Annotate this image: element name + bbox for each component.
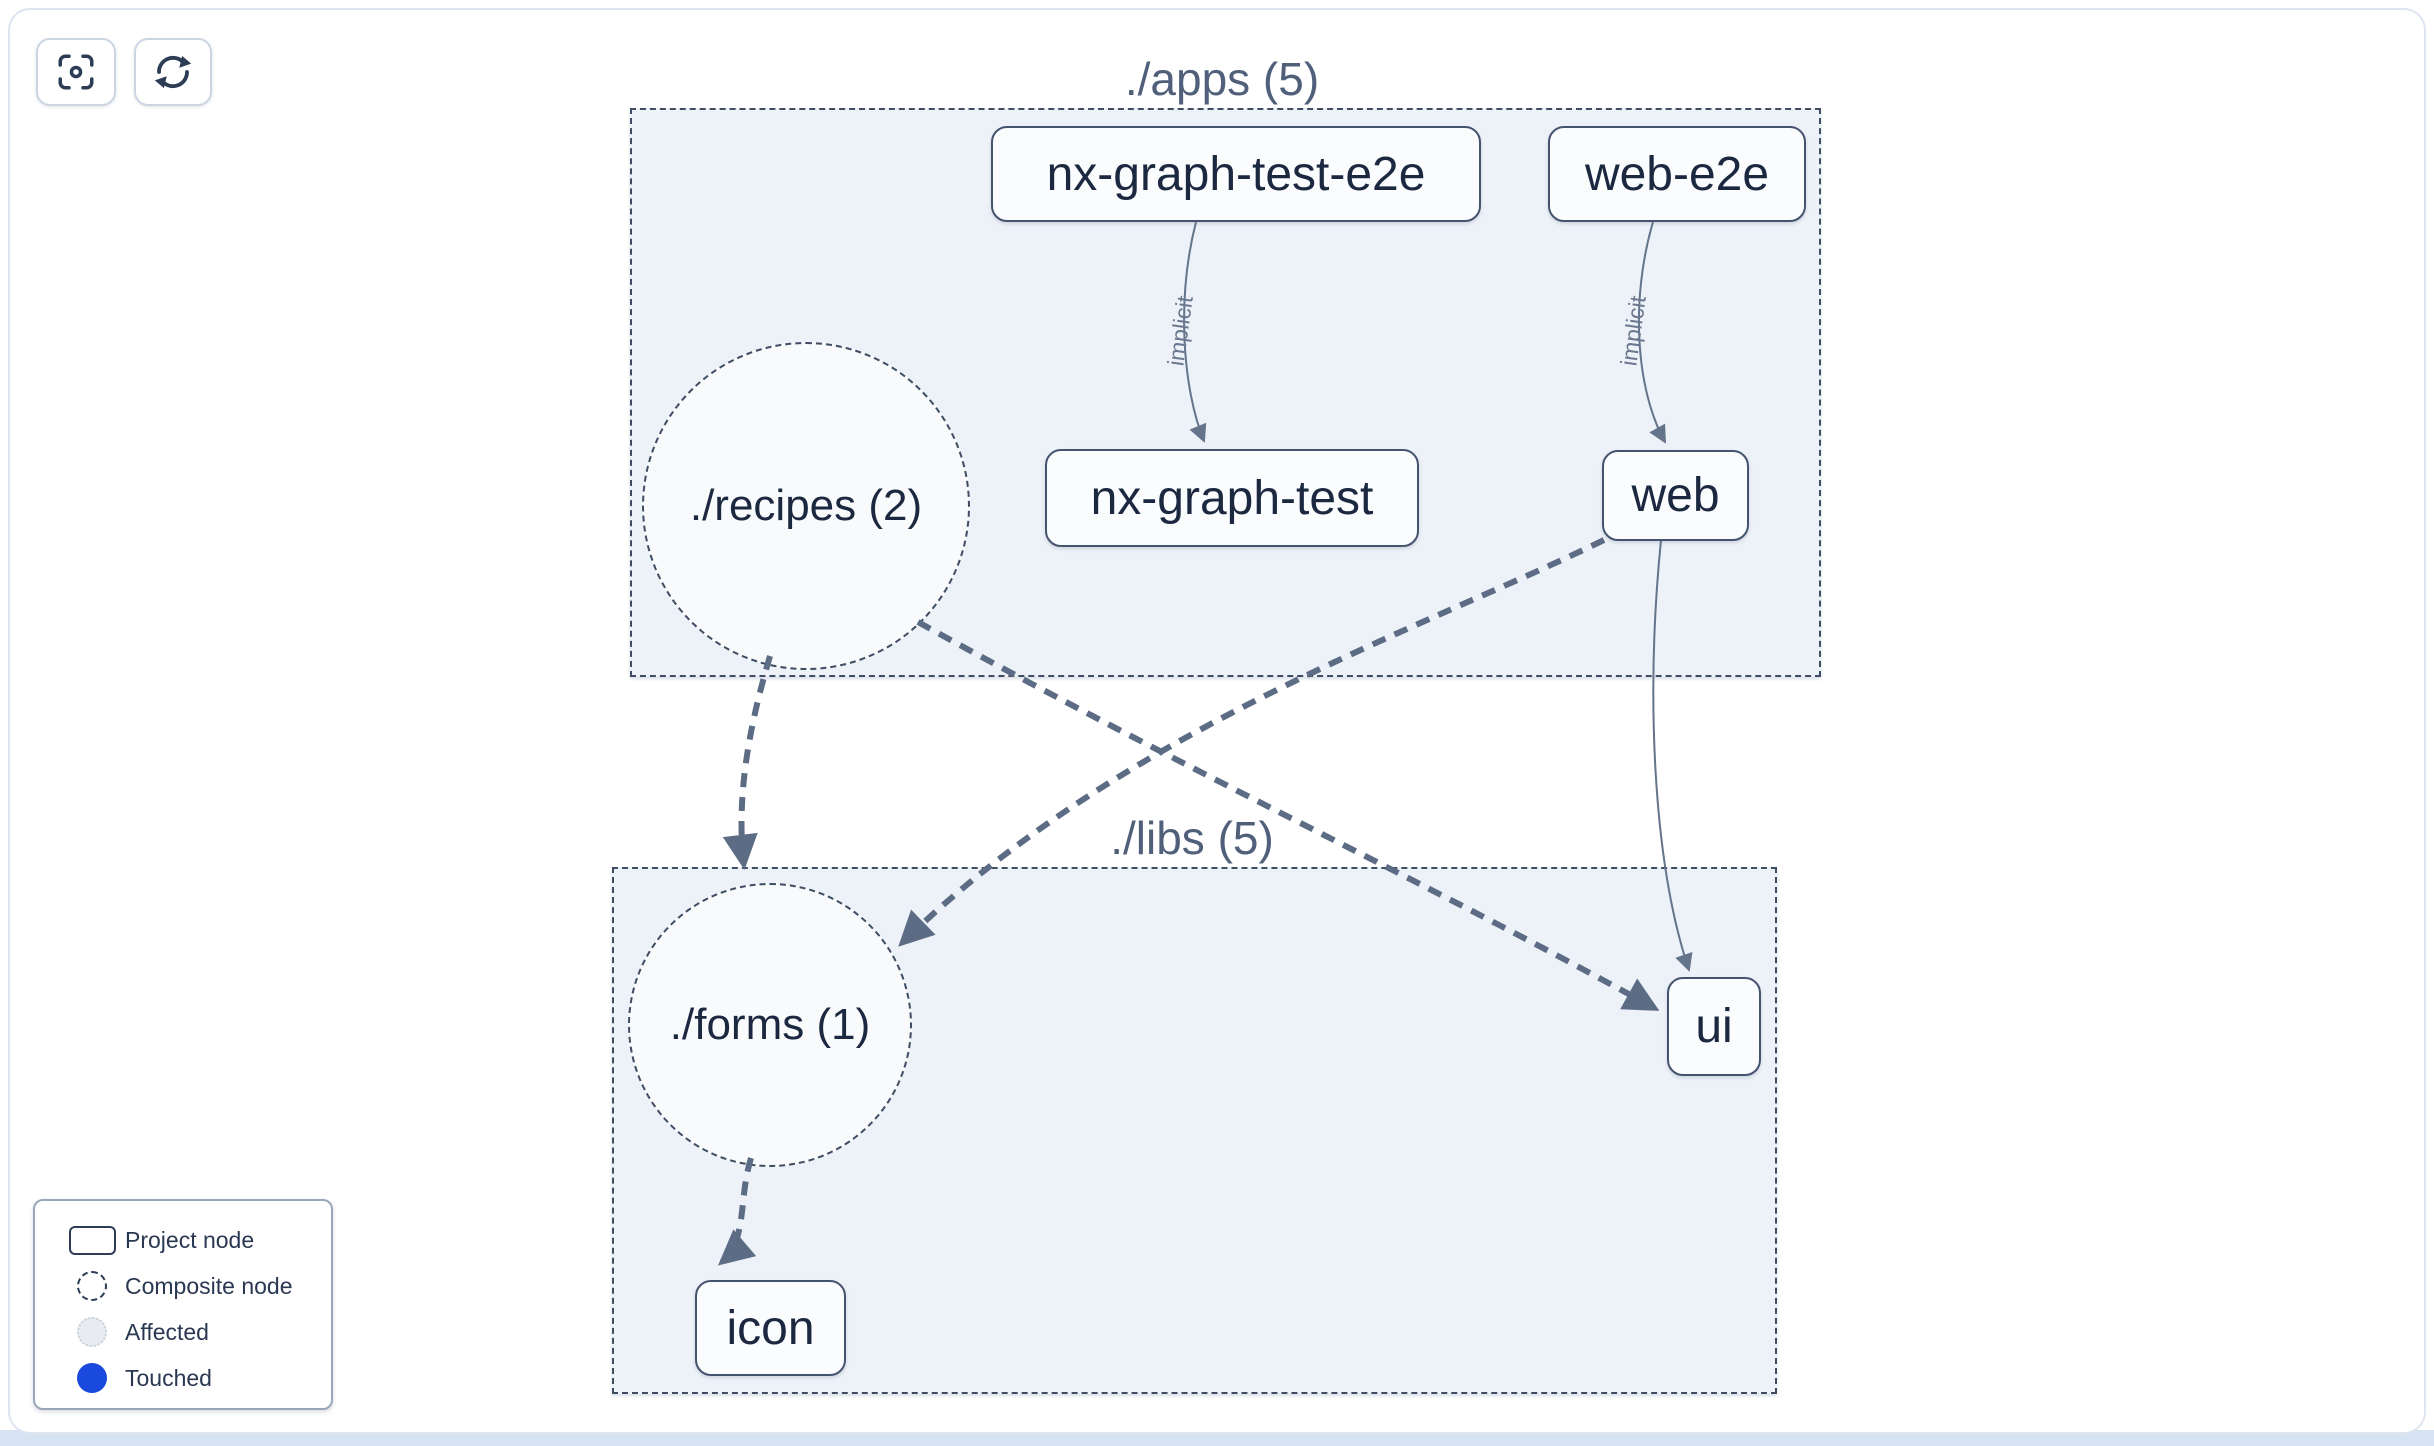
legend: Project node Composite node Affected Tou… xyxy=(33,1199,333,1410)
composite-node-swatch-icon xyxy=(77,1271,107,1301)
legend-item-affected: Affected xyxy=(59,1309,331,1355)
project-node-label: ui xyxy=(1695,1000,1733,1053)
project-node-ui[interactable]: ui xyxy=(1667,977,1761,1076)
project-node-label: nx-graph-test xyxy=(1090,471,1374,525)
focus-icon xyxy=(55,51,97,93)
group-title-apps: ./apps (5) xyxy=(1124,53,1320,105)
composite-node-forms[interactable]: ./forms (1) xyxy=(628,883,912,1167)
project-node-label: web xyxy=(1631,469,1720,522)
project-node-label: nx-graph-test-e2e xyxy=(1046,147,1426,201)
legend-label: Affected xyxy=(125,1318,209,1345)
page-bottom-strip xyxy=(0,1430,2434,1446)
project-node-web-e2e[interactable]: web-e2e xyxy=(1548,126,1806,222)
composite-node-recipes[interactable]: ./recipes (2) xyxy=(642,342,970,670)
group-title-libs: ./libs (5) xyxy=(1110,812,1274,864)
legend-item-touched: Touched xyxy=(59,1355,331,1401)
affected-swatch-icon xyxy=(77,1317,107,1347)
legend-item-composite-node: Composite node xyxy=(59,1263,331,1309)
legend-item-project-node: Project node xyxy=(59,1217,331,1263)
project-node-nx-graph-test[interactable]: nx-graph-test xyxy=(1045,449,1419,547)
touched-swatch-icon xyxy=(77,1363,107,1393)
composite-node-forms-label: ./forms (1) xyxy=(669,1000,871,1049)
project-node-web[interactable]: web xyxy=(1602,450,1749,541)
composite-node-recipes-label: ./recipes (2) xyxy=(689,481,923,530)
project-node-label: web-e2e xyxy=(1584,147,1770,201)
legend-label: Project node xyxy=(125,1226,255,1253)
project-node-nx-graph-test-e2e[interactable]: nx-graph-test-e2e xyxy=(991,126,1481,222)
refresh-icon xyxy=(152,51,194,93)
focus-button[interactable] xyxy=(36,38,116,106)
refresh-button[interactable] xyxy=(134,38,212,106)
project-node-swatch-icon xyxy=(68,1225,116,1255)
legend-label: Composite node xyxy=(125,1272,293,1299)
legend-label: Touched xyxy=(125,1364,212,1391)
project-node-icon[interactable]: icon xyxy=(695,1280,846,1376)
project-node-label: icon xyxy=(726,1301,815,1355)
